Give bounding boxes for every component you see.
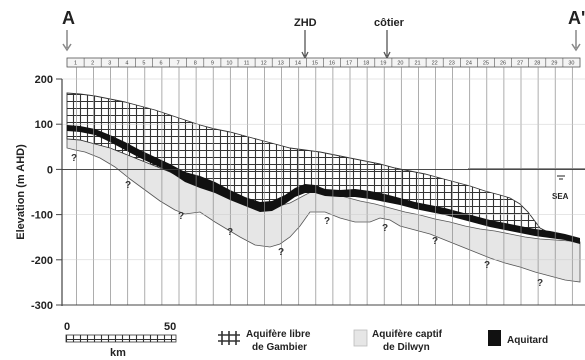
borehole-number: 12 xyxy=(261,61,267,67)
borehole-number: 30 xyxy=(568,61,574,67)
borehole-number: 18 xyxy=(363,61,369,67)
borehole-number: 24 xyxy=(466,61,472,67)
borehole-grid xyxy=(76,67,573,305)
legend-confined-line2: de Dilwyn xyxy=(383,342,430,353)
borehole-number: 11 xyxy=(244,61,250,67)
uncertainty-marks: ?????????? xyxy=(71,153,543,289)
uncertain-mark: ? xyxy=(432,236,438,247)
borehole-number: 27 xyxy=(517,61,523,67)
y-tick-label: 200 xyxy=(35,74,53,86)
legend-confined-swatch xyxy=(353,329,368,347)
scale-unit-label: km xyxy=(110,347,126,359)
borehole-number: 23 xyxy=(449,61,455,67)
borehole-number: 3 xyxy=(108,61,111,67)
borehole-number: 10 xyxy=(226,61,232,67)
marker-cotier-arrow-icon xyxy=(383,30,391,60)
y-tick-label: -300 xyxy=(31,300,53,312)
borehole-number: 17 xyxy=(346,61,352,67)
section-end-label-left: A xyxy=(62,8,75,28)
borehole-number: 25 xyxy=(483,61,489,67)
borehole-number: 4 xyxy=(125,61,128,67)
borehole-number: 2 xyxy=(91,61,94,67)
borehole-number: 9 xyxy=(211,61,214,67)
uncertain-mark: ? xyxy=(227,227,233,238)
geology-layers xyxy=(66,92,581,283)
borehole-number: 21 xyxy=(414,61,420,67)
arrow-left-icon xyxy=(62,30,72,52)
y-axis-label: Elevation (m AHD) xyxy=(15,144,27,240)
legend-unconfined-line1: Aquifère libre xyxy=(246,329,311,340)
sea-symbol-icon xyxy=(557,175,565,180)
y-tick-label: 100 xyxy=(35,119,53,131)
borehole-number: 22 xyxy=(432,61,438,67)
legend-confined-line1: Aquifère captif xyxy=(372,329,443,340)
scale-end-label: 50 xyxy=(164,321,176,333)
uncertain-mark: ? xyxy=(484,260,490,271)
borehole-number: 1 xyxy=(74,61,77,67)
uncertain-mark: ? xyxy=(537,278,543,289)
marker-zhd-label: ZHD xyxy=(294,17,317,29)
aquitard-layer xyxy=(67,125,580,244)
scale-start-label: 0 xyxy=(64,321,70,333)
borehole-number: 8 xyxy=(194,61,197,67)
borehole-number: 5 xyxy=(142,61,145,67)
borehole-number: 29 xyxy=(551,61,557,67)
y-tick-label: -100 xyxy=(31,210,53,222)
borehole-number: 20 xyxy=(397,61,403,67)
borehole-number: 19 xyxy=(380,61,386,67)
borehole-number: 6 xyxy=(160,61,163,67)
uncertain-mark: ? xyxy=(382,223,388,234)
sea-label: SEA xyxy=(552,192,569,201)
y-tick-label: 0 xyxy=(47,164,53,176)
borehole-number: 7 xyxy=(177,61,180,67)
marker-zhd-arrow-icon xyxy=(301,30,309,60)
marker-cotier-label: côtier xyxy=(374,17,405,29)
legend-aquitard-label: Aquitard xyxy=(507,335,548,346)
uncertain-mark: ? xyxy=(278,247,284,258)
uncertain-mark: ? xyxy=(178,211,184,222)
uncertain-mark: ? xyxy=(324,216,330,227)
borehole-number: 16 xyxy=(329,61,335,67)
scale-bar xyxy=(65,334,177,343)
legend-aquitard-swatch xyxy=(488,330,501,346)
section-end-label-right: A' xyxy=(568,8,585,28)
legend-unconfined-swatch xyxy=(218,331,240,345)
legend: Aquifère libre de Gambier Aquifère capti… xyxy=(218,329,548,353)
borehole-number: 13 xyxy=(278,61,284,67)
borehole-number: 15 xyxy=(312,61,318,67)
borehole-number: 26 xyxy=(500,61,506,67)
arrow-right-icon xyxy=(571,30,581,52)
uncertain-mark: ? xyxy=(71,153,77,164)
borehole-number: 28 xyxy=(534,61,540,67)
borehole-number: 14 xyxy=(295,61,301,67)
y-tick-label: -200 xyxy=(31,255,53,267)
legend-unconfined-line2: de Gambier xyxy=(252,342,307,353)
uncertain-mark: ? xyxy=(125,180,131,191)
